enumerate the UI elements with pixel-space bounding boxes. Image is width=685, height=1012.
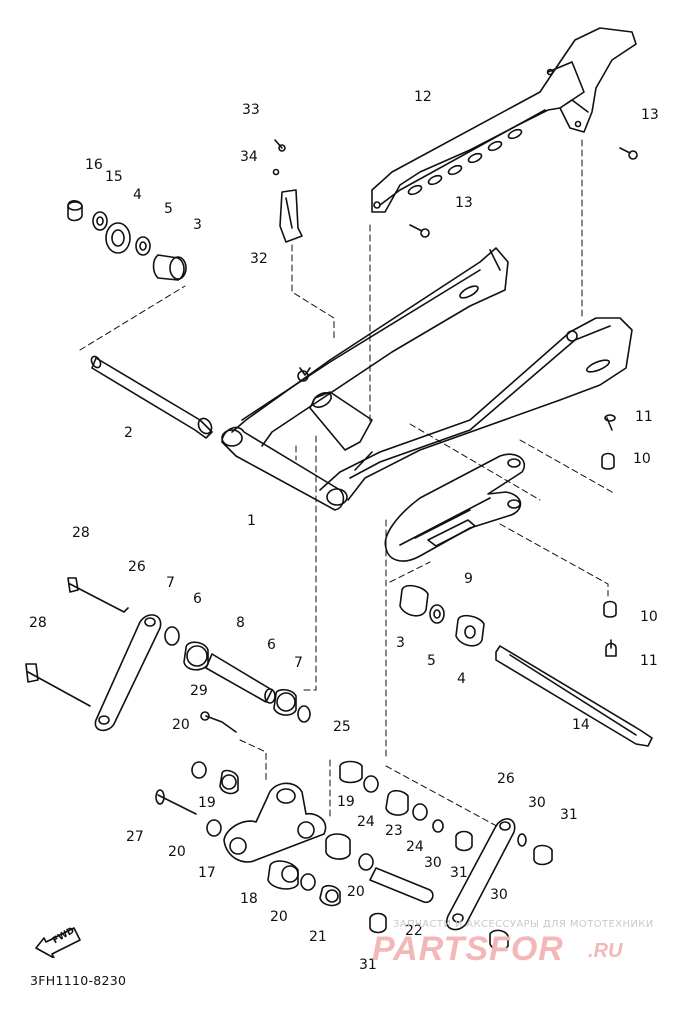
callout-26-right: 26 — [497, 771, 515, 787]
callout-29: 29 — [190, 683, 208, 699]
callout-25: 25 — [333, 719, 351, 735]
callout-11-upper: 11 — [635, 409, 653, 425]
bolt-13-b — [619, 147, 638, 160]
callout-18: 18 — [240, 891, 258, 907]
alignment-lines — [79, 139, 613, 831]
callout-15: 15 — [105, 169, 123, 185]
nut-10-a — [601, 452, 615, 470]
callout-9: 9 — [464, 571, 473, 587]
callout-34: 34 — [240, 149, 258, 165]
callout-28-upper: 28 — [72, 525, 90, 541]
bearing-stack-upper — [67, 199, 187, 281]
shaft-14 — [495, 645, 653, 747]
watermark-tagline: ЗАПЧАСТИ И АКСЕССУАРЫ ДЛЯ МОТОТЕХНИКИ — [393, 919, 654, 930]
bolt-13-a — [409, 224, 430, 238]
callout-10-lower: 10 — [640, 609, 658, 625]
callout-31-a: 31 — [450, 865, 468, 881]
callout-4-upper: 4 — [133, 187, 142, 203]
connecting-rod-26-b — [445, 818, 516, 931]
callout-14: 14 — [572, 717, 590, 733]
connecting-rod-26-a — [94, 614, 162, 732]
callout-28-lower: 28 — [29, 615, 47, 631]
callout-12: 12 — [414, 89, 432, 105]
callout-24-a: 24 — [357, 814, 375, 830]
callout-10-upper: 10 — [633, 451, 651, 467]
callout-6-left: 6 — [193, 591, 202, 607]
bearing-stack-lower — [399, 584, 485, 647]
chain-guard-12 — [371, 27, 637, 213]
callout-8: 8 — [236, 615, 245, 631]
watermark-logo-suffix: .RU — [588, 940, 623, 962]
watermark-logo: PARTSFOR — [372, 930, 564, 968]
callout-33: 33 — [242, 102, 260, 118]
callout-20-b: 20 — [168, 844, 186, 860]
callout-31-c: 31 — [359, 957, 377, 973]
callout-13-right: 13 — [641, 107, 659, 123]
callout-6-right: 6 — [267, 637, 276, 653]
relay-right-parts — [325, 760, 553, 951]
callout-1: 1 — [247, 513, 256, 529]
callout-13-left: 13 — [455, 195, 473, 211]
bushings-relay-lower — [267, 860, 341, 907]
bolt-28-b — [25, 663, 91, 707]
callout-16: 16 — [85, 157, 103, 173]
swingarm-1 — [221, 247, 633, 511]
callout-30-b: 30 — [528, 795, 546, 811]
callout-17: 17 — [198, 865, 216, 881]
fwd-arrow-icon — [35, 927, 81, 958]
callout-21: 21 — [309, 929, 327, 945]
relay-arm-17 — [200, 711, 327, 863]
callout-19-left: 19 — [198, 795, 216, 811]
callout-31-b: 31 — [560, 807, 578, 823]
callout-20-d: 20 — [347, 884, 365, 900]
bushings-relay-left — [155, 761, 239, 837]
callout-27: 27 — [126, 829, 144, 845]
callout-3-upper: 3 — [193, 217, 202, 233]
callout-3-lower: 3 — [396, 635, 405, 651]
bolt-11-a — [604, 414, 616, 431]
chain-puller-9 — [384, 453, 525, 562]
callout-30-c: 30 — [490, 887, 508, 903]
callout-32: 32 — [250, 251, 268, 267]
callout-11-lower: 11 — [640, 653, 658, 669]
bolt-28-a — [67, 577, 129, 613]
callout-20-a: 20 — [172, 717, 190, 733]
callout-5-lower: 5 — [427, 653, 436, 669]
pivot-shaft-2 — [90, 355, 213, 439]
callout-7-left: 7 — [166, 575, 175, 591]
callout-2: 2 — [124, 425, 133, 441]
callout-5-upper: 5 — [164, 201, 173, 217]
callout-23: 23 — [385, 823, 403, 839]
callout-22: 22 — [405, 923, 423, 939]
callout-7-right: 7 — [294, 655, 303, 671]
callout-26-left: 26 — [128, 559, 146, 575]
diagram-part-code: 3FH1110-8230 — [30, 973, 127, 988]
bracket-32 — [272, 139, 303, 243]
callout-20-c: 20 — [270, 909, 288, 925]
callout-4-lower: 4 — [457, 671, 466, 687]
nut-10-b — [603, 600, 617, 618]
bolt-11-b — [605, 639, 617, 657]
spacer-group-left — [164, 626, 311, 723]
callout-30-a: 30 — [424, 855, 442, 871]
callout-24-b: 24 — [406, 839, 424, 855]
callout-19-right: 19 — [337, 794, 355, 810]
